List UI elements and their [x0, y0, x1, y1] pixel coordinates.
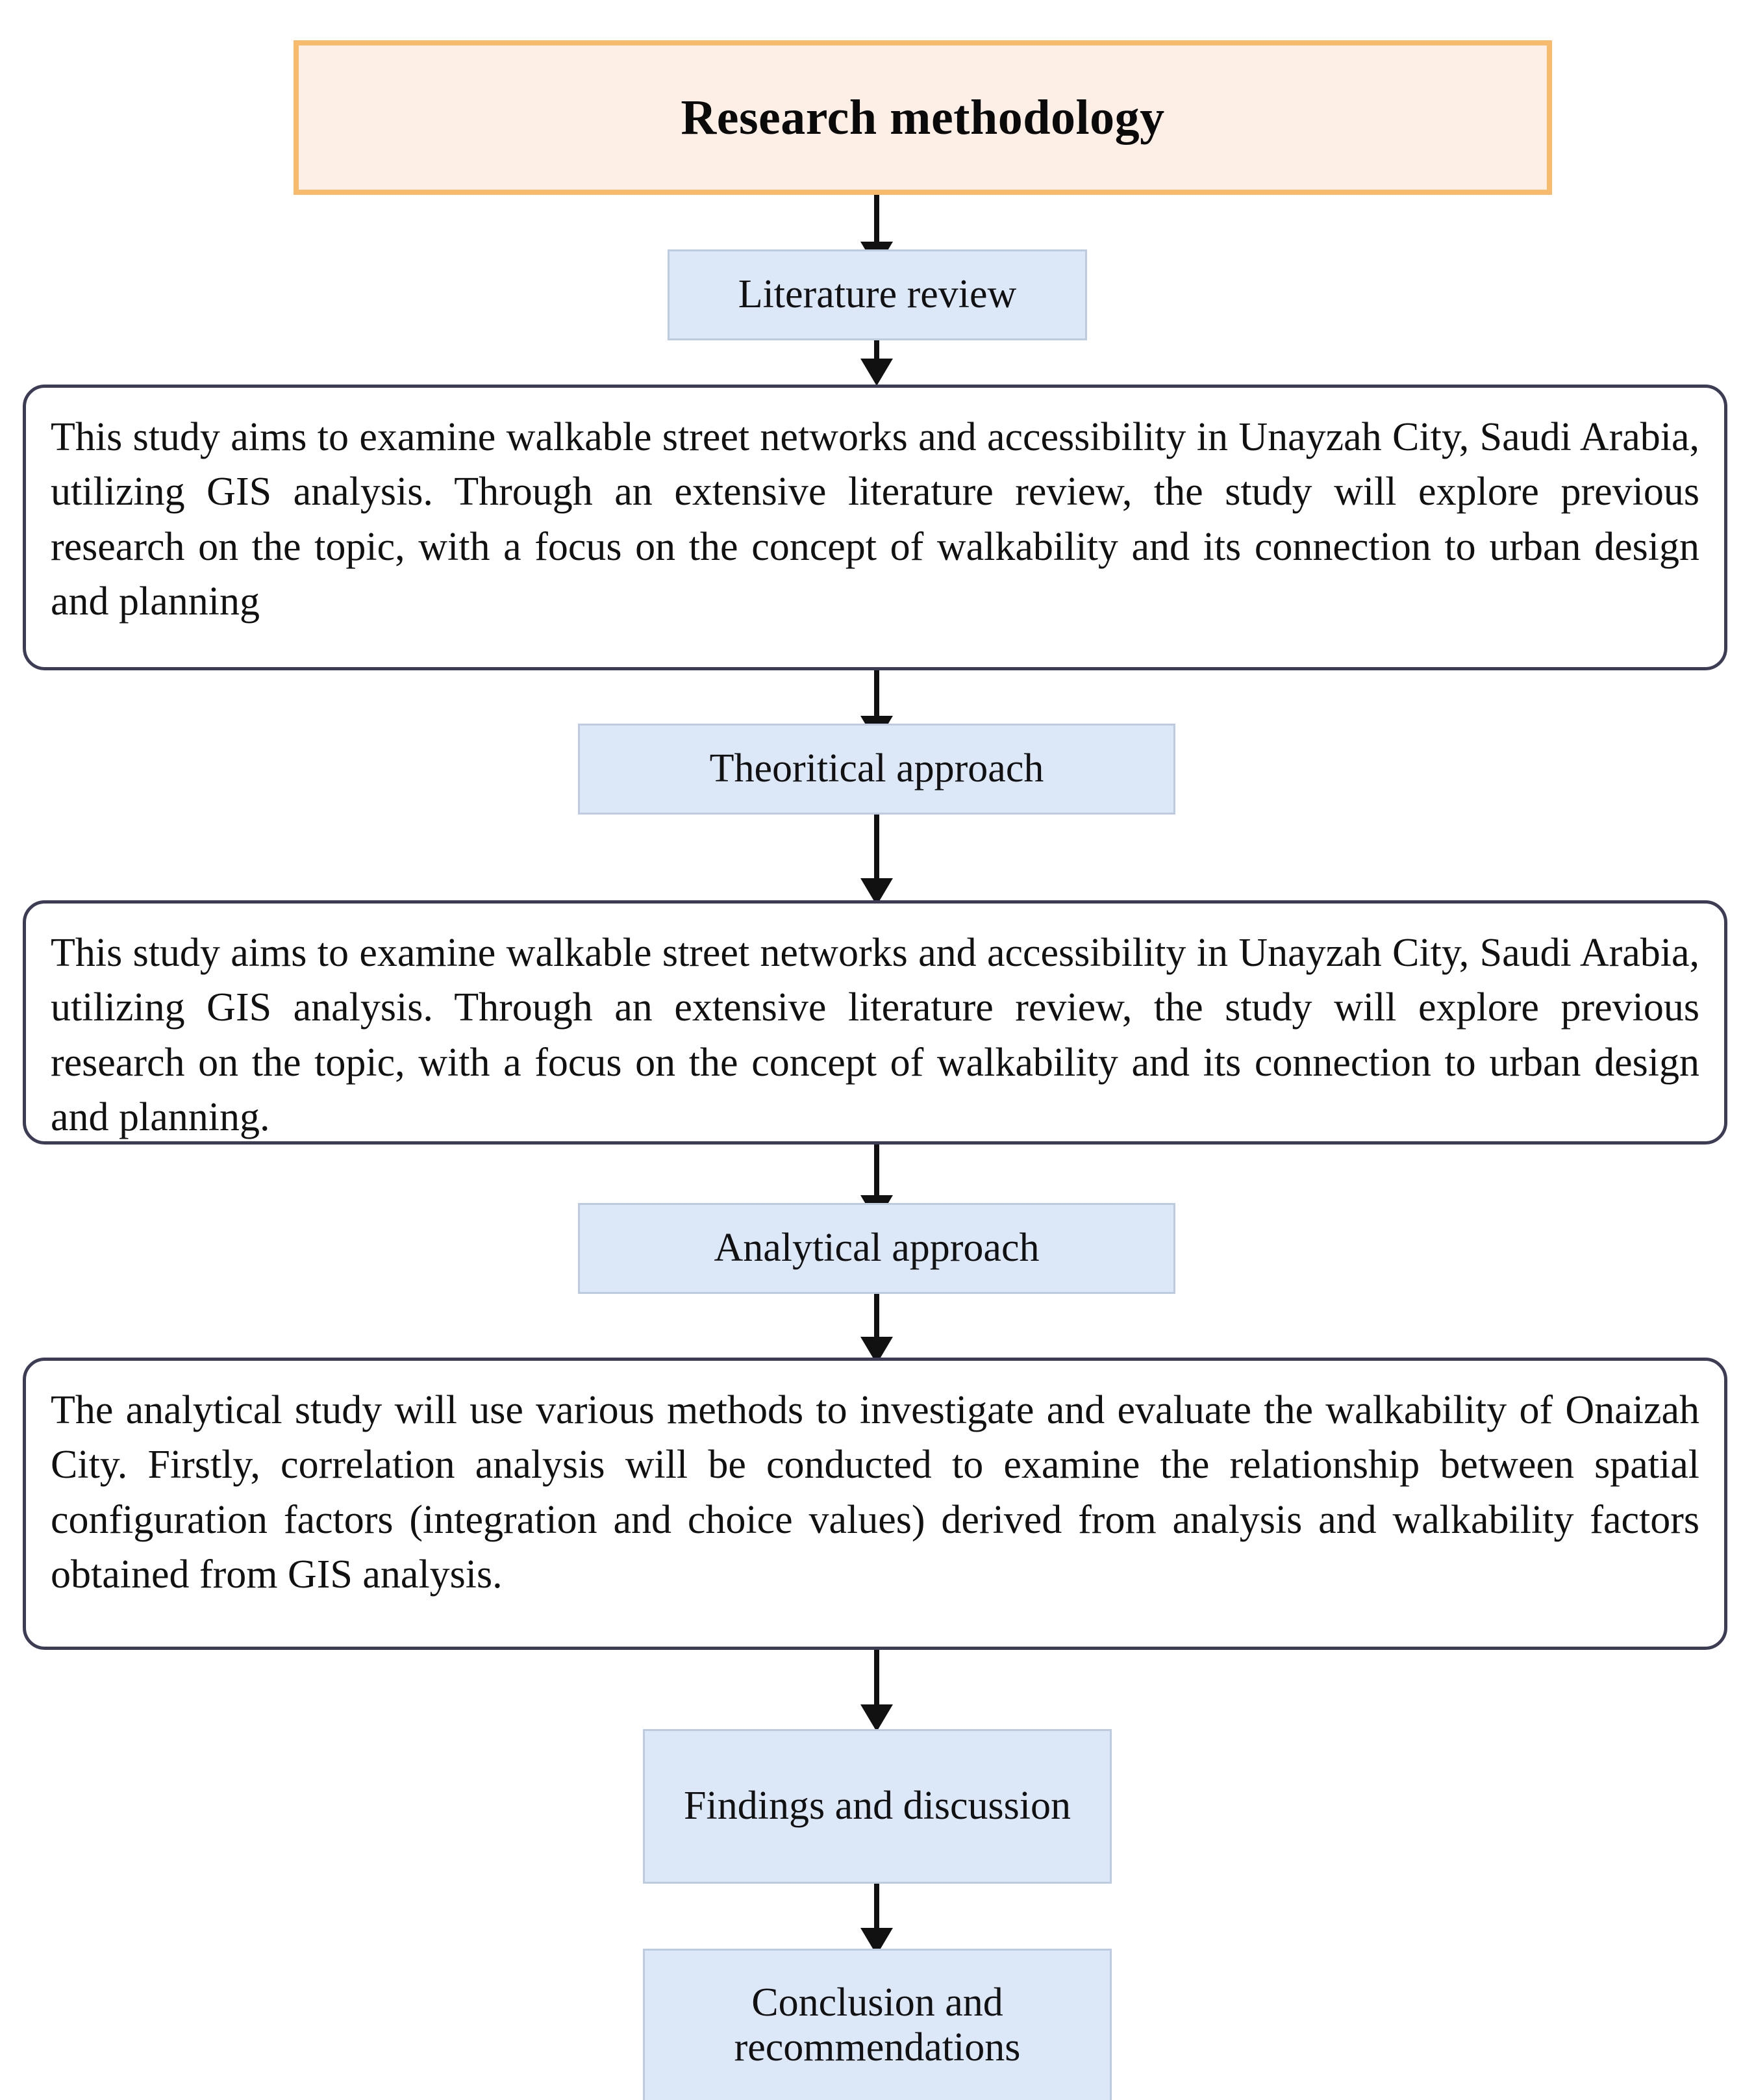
node-literature-review: Literature review — [668, 249, 1087, 340]
connector-shaft — [874, 1650, 879, 1704]
node-findings-and-discussion: Findings and discussion — [643, 1729, 1112, 1884]
node-paragraph-2-text: This study aims to examine walkable stre… — [51, 931, 1699, 1139]
node-paragraph-1: This study aims to examine walkable stre… — [23, 385, 1727, 670]
connector-shaft — [874, 1145, 879, 1195]
connector-shaft — [874, 1294, 879, 1337]
node-conclusion-and-recommendations: Conclusion and recommendations — [643, 1949, 1112, 2100]
node-theoritical-approach: Theoritical approach — [578, 724, 1175, 815]
node-analytical-approach-label: Analytical approach — [714, 1226, 1040, 1271]
arrowhead-icon — [860, 1704, 893, 1732]
arrowhead-icon — [860, 359, 893, 386]
node-title-research-methodology: Research methodology — [294, 40, 1552, 195]
node-paragraph-2: This study aims to examine walkable stre… — [23, 900, 1727, 1145]
node-paragraph-1-text: This study aims to examine walkable stre… — [51, 415, 1699, 624]
node-title-label: Research methodology — [681, 90, 1165, 145]
connector-shaft — [874, 670, 879, 716]
node-analytical-approach: Analytical approach — [578, 1203, 1175, 1294]
connector-shaft — [874, 815, 879, 878]
connector-shaft — [874, 340, 879, 359]
node-paragraph-3-text: The analytical study will use various me… — [51, 1388, 1699, 1597]
connector-shaft — [874, 1884, 879, 1928]
connector-shaft — [874, 195, 879, 242]
node-paragraph-3: The analytical study will use various me… — [23, 1358, 1727, 1650]
node-literature-review-label: Literature review — [738, 272, 1017, 317]
node-theoritical-approach-label: Theoritical approach — [709, 746, 1044, 791]
node-conclusion-and-recommendations-label: Conclusion and recommendations — [734, 1980, 1021, 2069]
node-findings-and-discussion-label: Findings and discussion — [684, 1784, 1071, 1828]
